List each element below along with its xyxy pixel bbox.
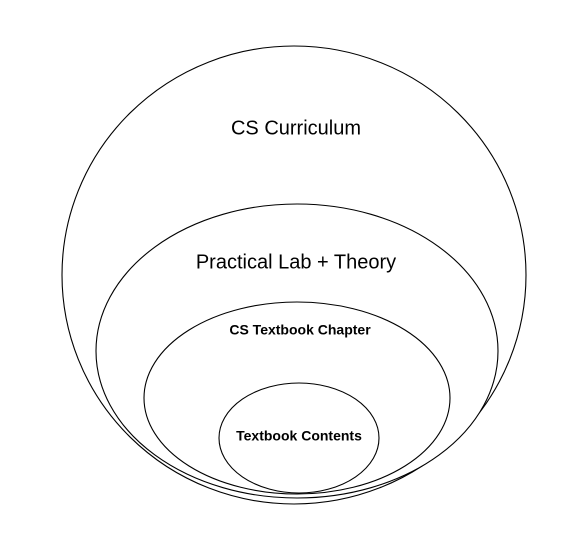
textbook-contents-ellipse <box>218 382 380 494</box>
textbook-contents-label: Textbook Contents <box>236 428 362 444</box>
cs-curriculum-label: CS Curriculum <box>231 117 361 139</box>
cs-textbook-chapter-label: CS Textbook Chapter <box>229 322 371 338</box>
practical-lab-theory-label: Practical Lab + Theory <box>196 251 396 273</box>
